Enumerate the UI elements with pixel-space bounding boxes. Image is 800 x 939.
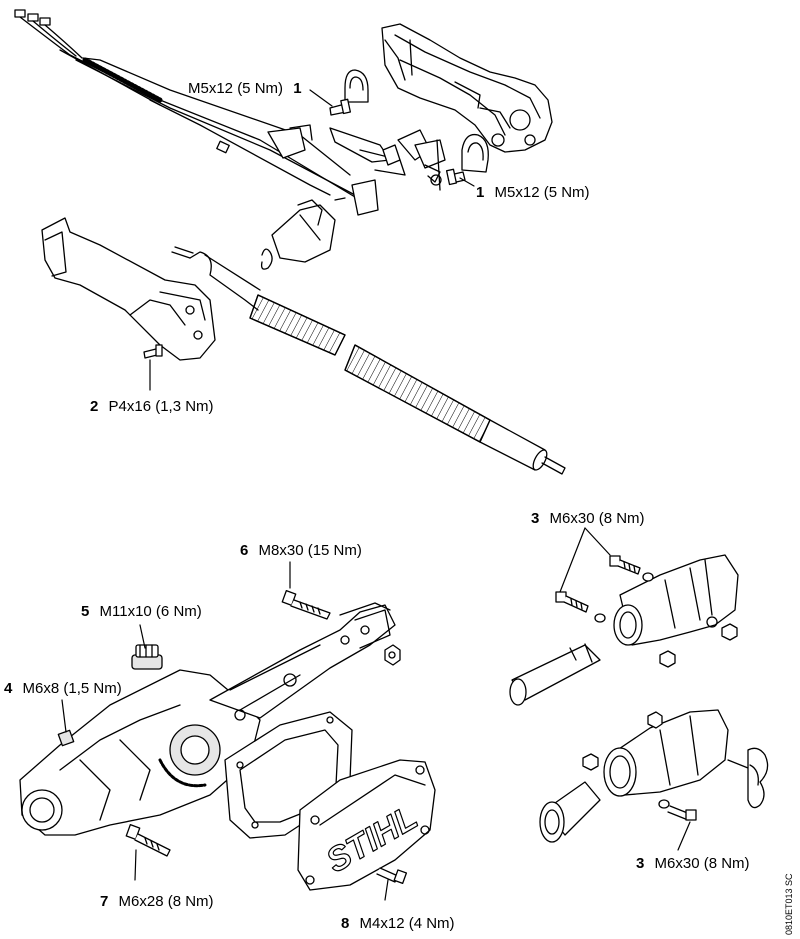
callout-1-upper: M5x12 (5 Nm) 1 [188,80,302,98]
callout-3-lower: 3 M6x30 (8 Nm) [636,855,750,873]
leader-lines [61,89,691,901]
callout-3-upper: 3 M6x30 (8 Nm) [531,510,645,528]
callout-2: 2 P4x16 (1,3 Nm) [90,398,214,416]
clamp-knob [727,747,769,809]
callout-8: 8 M4x12 (4 Nm) [341,915,455,933]
nut-6 [384,644,401,666]
gear-housing [19,669,261,836]
callout-number: 2 [90,398,99,415]
rear-handle [41,217,216,361]
drive-tube-lower [344,344,566,475]
callout-number: 1 [476,184,485,201]
screw-8 [376,867,408,884]
screw-4 [57,729,75,747]
inner-tube [509,643,601,706]
control-handle-housing [381,23,553,153]
throttle-trigger-parts [260,124,446,270]
callout-spec: P4x16 (1,3 Nm) [108,398,214,415]
callout-6: 6 M8x30 (15 Nm) [240,542,362,560]
callout-spec: M4x12 (4 Nm) [359,915,455,932]
callout-number: 1 [293,80,302,97]
callout-7: 7 M6x28 (8 Nm) [100,893,214,911]
callout-4: 4 M6x8 (1,5 Nm) [4,680,122,698]
screw-3-upper-a [609,555,654,582]
callout-spec: M8x30 (15 Nm) [258,542,362,559]
callout-number: 4 [4,680,13,697]
callout-spec: M5x12 (5 Nm) [188,80,284,97]
callout-5: 5 M11x10 (6 Nm) [81,603,202,621]
clamp-lower [461,133,489,173]
callout-number: 3 [531,510,540,527]
reducer-sleeve [539,781,601,843]
screw-7 [125,824,171,857]
document-reference: 0810ET013 SC [784,873,794,935]
drive-tube-upper [171,246,346,356]
gearbox-cover [297,759,436,891]
callout-spec: M6x30 (8 Nm) [654,855,750,872]
screw-6 [281,590,331,620]
callout-number: 3 [636,855,645,872]
callout-number: 8 [341,915,350,932]
screw-2 [143,344,163,359]
callout-number: 6 [240,542,249,559]
callout-1-lower: 1 M5x12 (5 Nm) [476,184,590,202]
gearbox-arm [209,602,396,721]
coupling-sleeve-lower [582,709,729,797]
clamp-upper [344,69,369,103]
screw-1-upper [329,98,352,116]
callout-spec: M6x30 (8 Nm) [549,510,645,527]
coupling-sleeve-upper [613,554,739,646]
callout-spec: M5x12 (5 Nm) [494,184,590,201]
callout-spec: M6x28 (8 Nm) [118,893,214,910]
screw-3-lower [658,799,697,821]
plug-5 [131,644,163,670]
callout-spec: M11x10 (6 Nm) [99,603,202,620]
screw-1-lower [445,168,466,186]
nut-3-upper [659,623,738,668]
screw-3-upper-b [555,591,606,623]
control-cable-harness [14,9,361,201]
callout-number: 5 [81,603,90,620]
callout-number: 7 [100,893,109,910]
callout-spec: M6x8 (1,5 Nm) [22,680,122,697]
